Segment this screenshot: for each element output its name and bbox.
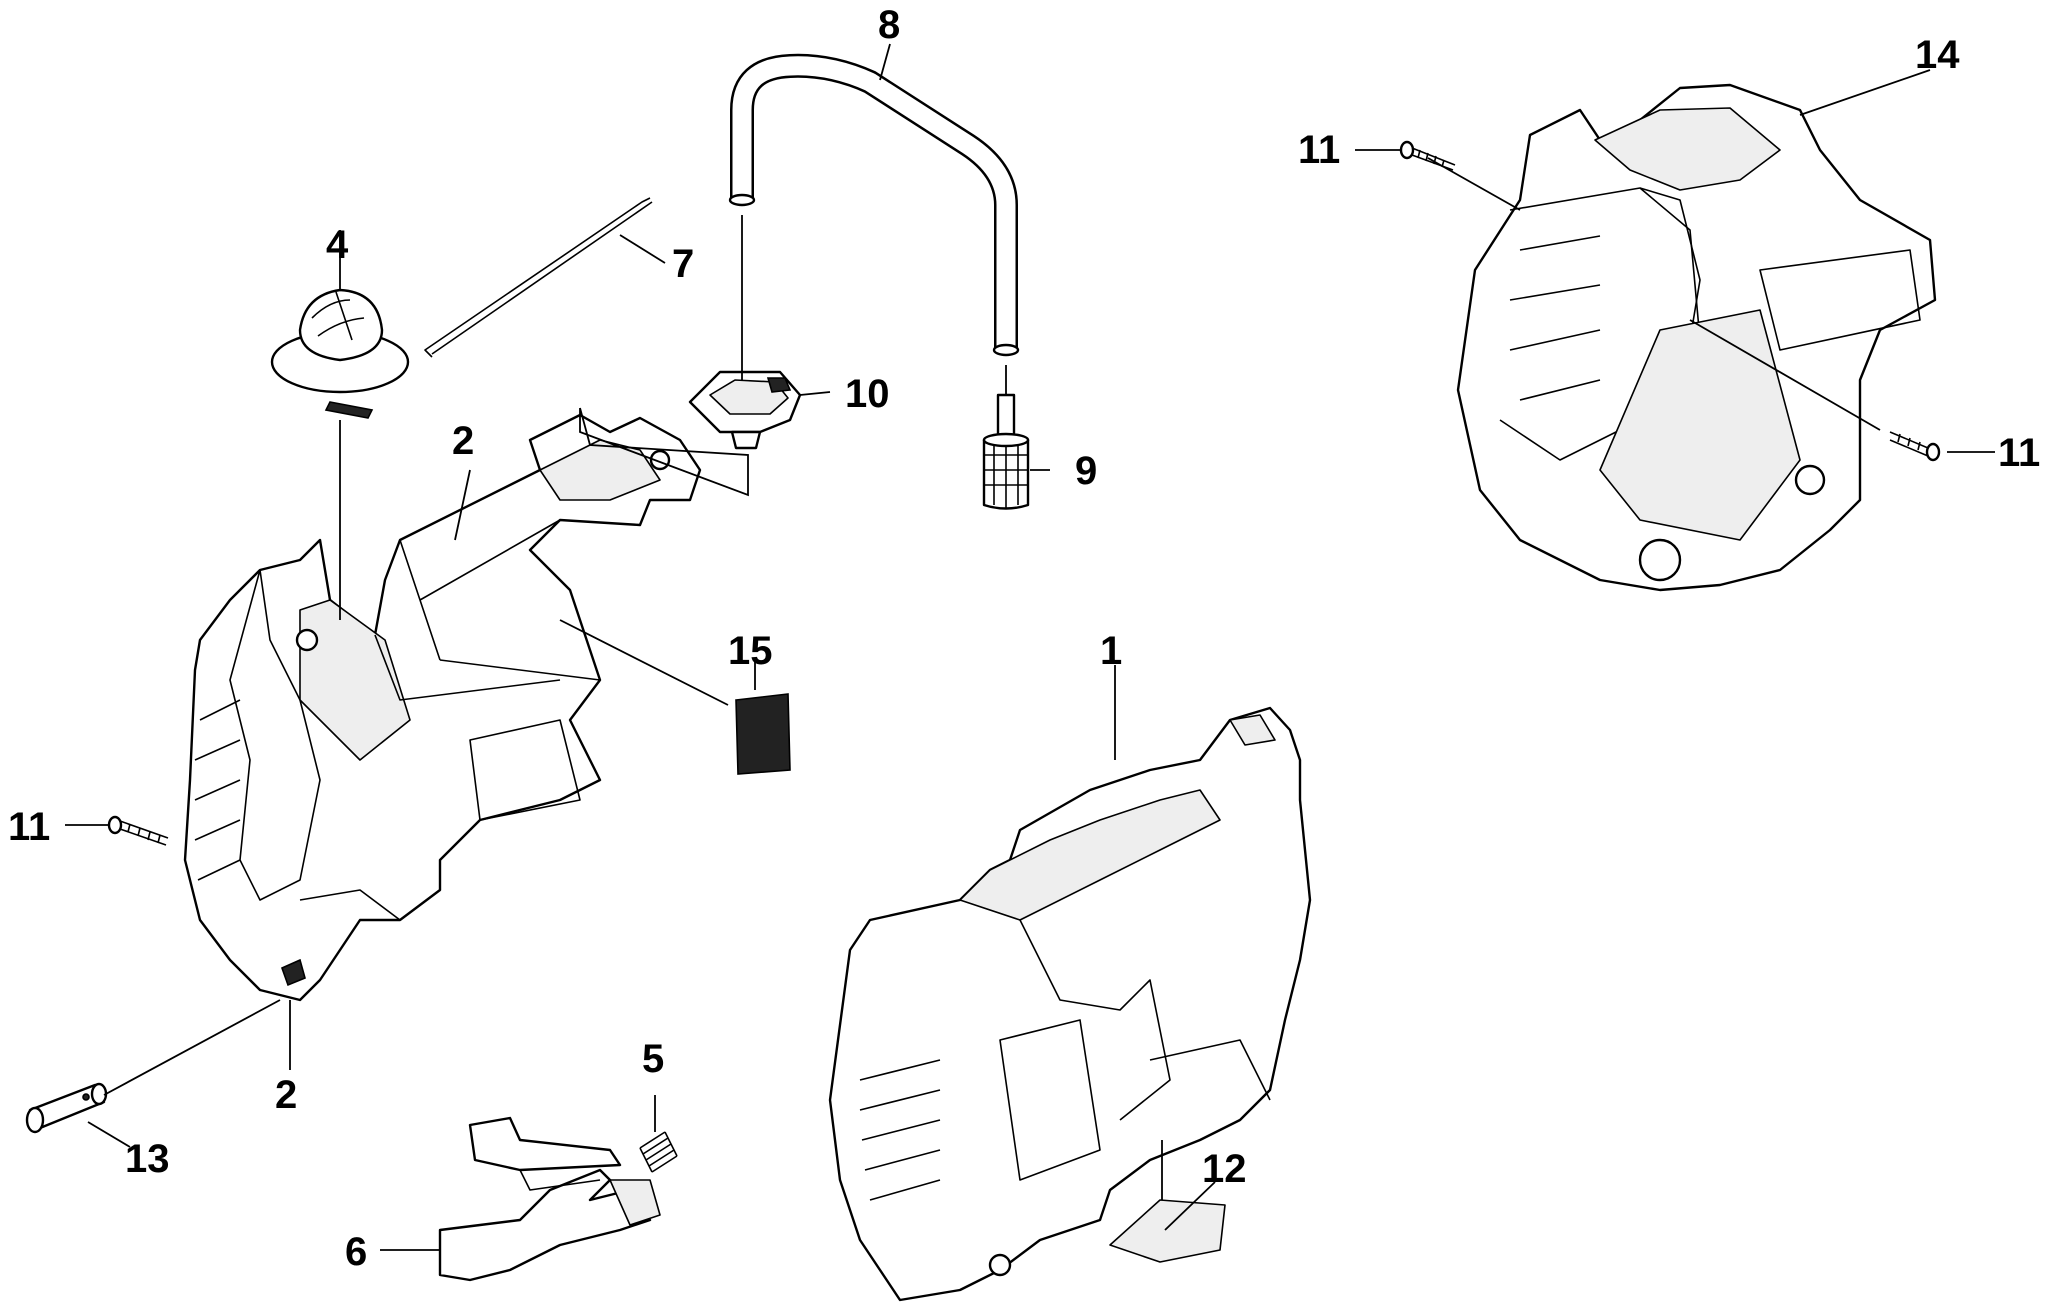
part-11-screw-upper-left	[1399, 140, 1456, 171]
part-1-side-cover	[828, 706, 1312, 1302]
label-part-7: 7	[672, 242, 694, 286]
part-4-fuel-cap	[270, 288, 410, 419]
label-part-5: 5	[642, 1037, 664, 1081]
part-2-main-housing	[183, 413, 702, 1002]
part-5-spring	[639, 1131, 678, 1173]
label-part-14: 14	[1915, 33, 1960, 77]
label-part-1: 1	[1100, 629, 1122, 673]
part-14-top-cover	[1456, 83, 1937, 592]
label-part-6: 6	[345, 1230, 367, 1274]
label-part-10: 10	[845, 372, 890, 416]
part-7-wire-rod	[424, 197, 653, 358]
label-part-8: 8	[878, 3, 900, 47]
label-part-11-left: 11	[8, 805, 50, 849]
label-part-11-upper-left: 11	[1298, 128, 1340, 172]
label-part-2-lower: 2	[275, 1073, 297, 1117]
leader-lines	[65, 43, 1995, 1251]
part-11-screw-left	[107, 815, 169, 846]
label-part-9: 9	[1075, 449, 1097, 493]
part-6-latch-bracket	[438, 1116, 661, 1282]
label-part-11-upper-right: 11	[1998, 431, 2040, 475]
part-number-labels: 8 14 11 11 7 4 10 9 2 15 1 11 2 13 5 6 1…	[8, 3, 2040, 1274]
label-part-13: 13	[125, 1137, 170, 1181]
part-8-fuel-hose	[728, 53, 1020, 357]
label-part-15: 15	[728, 629, 773, 673]
part-13-pin	[25, 1082, 108, 1134]
part-12-label-plate	[1109, 1199, 1226, 1263]
part-15-foam-pad	[735, 693, 791, 775]
label-part-2-upper: 2	[452, 419, 474, 463]
part-10-vent-grommet	[688, 370, 802, 450]
part-9-fuel-filter	[982, 393, 1030, 510]
part-11-screw-right	[1889, 431, 1941, 462]
label-part-4: 4	[326, 223, 349, 267]
label-part-12: 12	[1202, 1147, 1247, 1191]
